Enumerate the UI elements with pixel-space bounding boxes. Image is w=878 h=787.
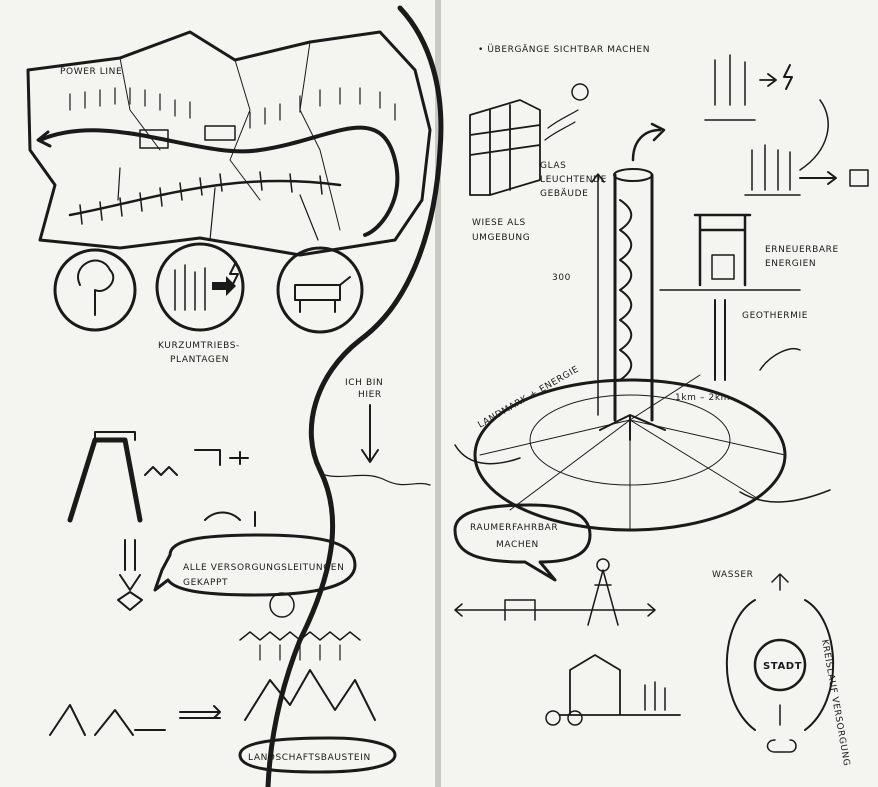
margin-note-1: ICH BIN xyxy=(345,378,383,388)
supply-bubble-text-2: GEKAPPT xyxy=(183,578,228,588)
supply-bubble-text-1: ALLE VERSORGUNGSLEITUNGEN xyxy=(183,563,344,573)
space-bubble-1: RAUMERFAHRBAR xyxy=(470,523,558,533)
glass-note-1: GLAS xyxy=(540,161,566,171)
renewables-1: ERNEUERBARE xyxy=(765,245,839,255)
building-note-1: WIESE ALS xyxy=(472,218,526,228)
power-line-label: POWER LINE xyxy=(60,67,122,77)
landscape-bubble-text: LANDSCHAFTSBAUSTEIN xyxy=(248,753,371,763)
glass-note-3: GEBÄUDE xyxy=(540,188,588,199)
water-label: WASSER xyxy=(712,570,754,580)
plantation-label-2: PLANTAGEN xyxy=(170,355,229,365)
plantation-label-1: KURZUMTRIEBS- xyxy=(158,341,240,351)
transitions-heading: • ÜBERGÄNGE SICHTBAR MACHEN xyxy=(478,44,650,55)
renewables-2: ENERGIEN xyxy=(765,259,816,269)
building-note-2: UMGEBUNG xyxy=(472,233,530,243)
radius-label: 1km – 2km xyxy=(675,393,730,403)
margin-note-2: HIER xyxy=(358,390,382,400)
geothermal-label: GEOTHERMIE xyxy=(742,311,808,321)
tower-height: 300 xyxy=(552,273,571,283)
city-label: STADT xyxy=(763,661,802,672)
space-bubble-2: MACHEN xyxy=(496,540,539,550)
